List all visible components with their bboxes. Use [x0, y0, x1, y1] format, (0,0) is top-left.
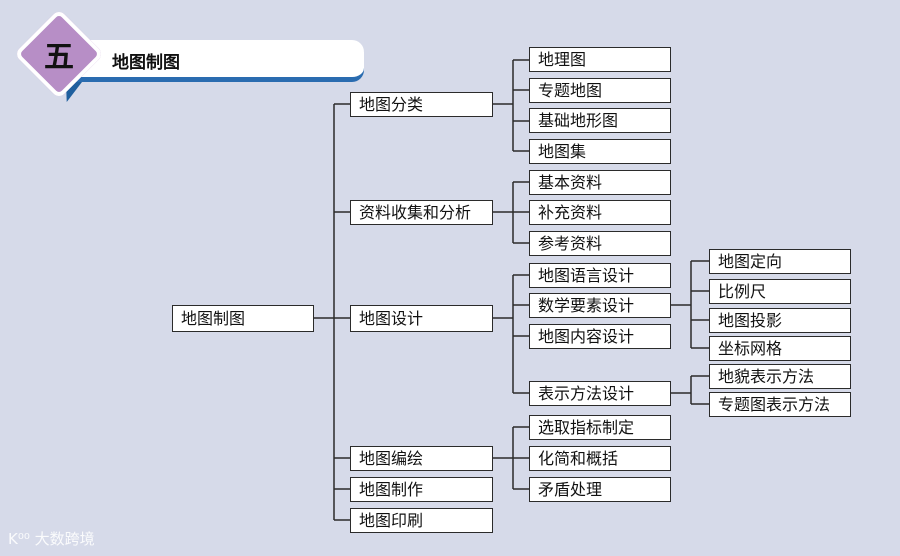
- leaf-node: 基础地形图: [529, 108, 671, 133]
- leaf-node: 地图语言设计: [529, 263, 671, 288]
- root-node: 地图制图: [172, 305, 314, 332]
- leaf-node: 地图定向: [709, 249, 851, 274]
- leaf-node: 化简和概括: [529, 446, 671, 471]
- section-title: 地图制图: [112, 53, 180, 73]
- leaf-node: 选取指标制定: [529, 415, 671, 440]
- leaf-node: 基本资料: [529, 170, 671, 195]
- leaf-node: 补充资料: [529, 200, 671, 225]
- leaf-node: 地图集: [529, 139, 671, 164]
- branch-node: 地图印刷: [350, 508, 493, 533]
- leaf-node: 地图投影: [709, 308, 851, 333]
- leaf-node: 地貌表示方法: [709, 364, 851, 389]
- leaf-node: 专题地图: [529, 78, 671, 103]
- branch-node: 数学要素设计: [529, 293, 671, 318]
- section-banner: [52, 40, 364, 80]
- leaf-node: 地理图: [529, 47, 671, 72]
- leaf-node: 地图内容设计: [529, 324, 671, 349]
- branch-node: 地图分类: [350, 92, 493, 117]
- branch-node: 地图编绘: [350, 446, 493, 471]
- leaf-node: 参考资料: [529, 231, 671, 256]
- leaf-node: 专题图表示方法: [709, 392, 851, 417]
- leaf-node: 矛盾处理: [529, 477, 671, 502]
- branch-node: 资料收集和分析: [350, 200, 493, 225]
- leaf-node: 坐标网格: [709, 336, 851, 361]
- branch-node: 表示方法设计: [529, 381, 671, 406]
- branch-node: 地图设计: [350, 305, 493, 332]
- branch-node: 地图制作: [350, 477, 493, 502]
- leaf-node: 比例尺: [709, 279, 851, 304]
- section-number: 五: [44, 40, 74, 75]
- watermark: K⁰⁰ 大数跨境: [8, 530, 95, 548]
